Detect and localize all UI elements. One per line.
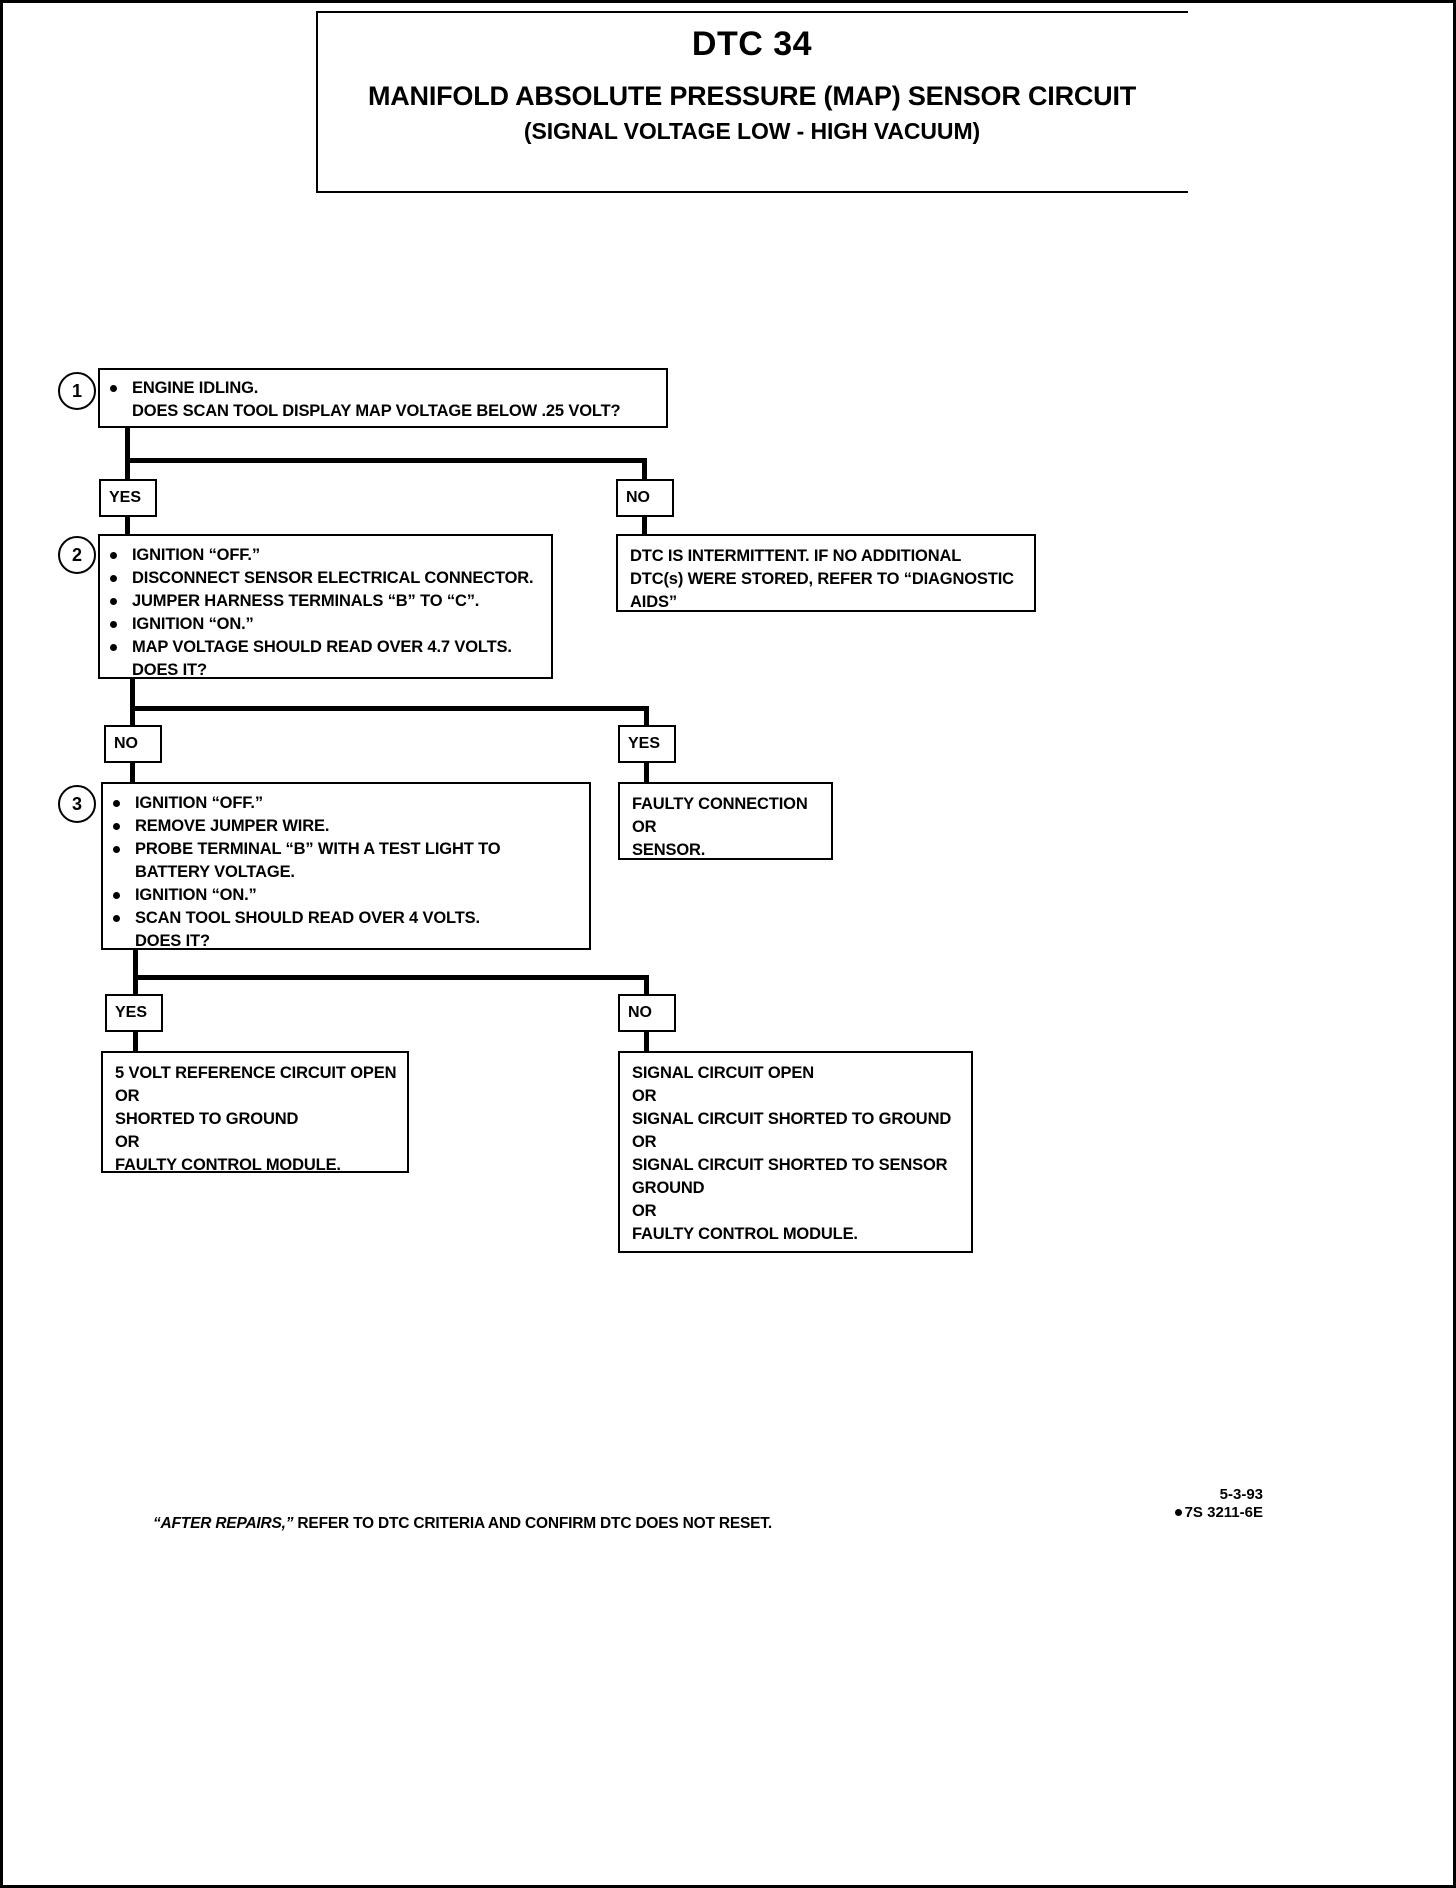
- bullet-icon: [113, 915, 120, 922]
- outcome-5v-line-5: FAULTY CONTROL MODULE.: [115, 1156, 341, 1174]
- page-title-main: MANIFOLD ABSOLUTE PRESSURE (MAP) SENSOR …: [367, 81, 1137, 111]
- step-3-line-2: REMOVE JUMPER WIRE.: [103, 815, 589, 838]
- outcome-intermittent-line-1: DTC IS INTERMITTENT. IF NO ADDITIONAL: [630, 547, 962, 565]
- title-box: [316, 11, 1188, 193]
- branch-tag-yes-1: YES: [99, 479, 157, 517]
- step-2-line-3: JUMPER HARNESS TERMINALS “B” TO “C”.: [100, 590, 551, 613]
- step-3-line-4: BATTERY VOLTAGE.: [135, 863, 295, 881]
- connector-3-horizontal: [133, 975, 649, 980]
- footer-note: “AFTER REPAIRS,” REFER TO DTC CRITERIA A…: [153, 1515, 1033, 1533]
- step-2-line-4: IGNITION “ON.”: [100, 613, 551, 636]
- step-1-line-2: DOES SCAN TOOL DISPLAY MAP VOLTAGE BELOW…: [132, 402, 621, 420]
- bullet-icon: [110, 621, 117, 628]
- connector-yes1-to-step2: [125, 515, 130, 537]
- bullet-icon: [110, 644, 117, 651]
- connector-no1-to-intermittent: [642, 515, 647, 537]
- step-2-line-6: DOES IT?: [132, 661, 207, 679]
- outcome-faulty-connection-box: FAULTY CONNECTION OR SENSOR.: [618, 782, 833, 860]
- outcome-5v-reference-box: 5 VOLT REFERENCE CIRCUIT OPEN OR SHORTED…: [101, 1051, 409, 1174]
- outcome-faulty-line-1: FAULTY CONNECTION: [632, 795, 808, 813]
- bullet-icon: [110, 385, 117, 392]
- outcome-5v-line-2: OR: [115, 1087, 140, 1105]
- connector-no3-to-signal: [644, 1030, 649, 1052]
- branch-tag-no-1: NO: [616, 479, 674, 517]
- bullet-icon: [113, 800, 120, 807]
- branch-tag-no-3: NO: [618, 994, 676, 1032]
- connector-2-horizontal: [130, 706, 649, 711]
- connector-yes3-to-5v: [133, 1030, 138, 1052]
- outcome-intermittent-line-3: AIDS”: [630, 593, 677, 611]
- outcome-faulty-line-3: SENSOR.: [632, 841, 706, 859]
- connector-1-horizontal: [125, 458, 647, 463]
- outcome-signal-line-6: GROUND: [632, 1179, 705, 1197]
- step-3-line-1: IGNITION “OFF.”: [103, 792, 589, 815]
- title-box-open-edge: [1186, 13, 1192, 191]
- footer-code-text: 7S 3211-6E: [1184, 1504, 1263, 1521]
- bullet-icon: [113, 823, 120, 830]
- bullet-icon: [110, 575, 117, 582]
- outcome-signal-line-5: SIGNAL CIRCUIT SHORTED TO SENSOR: [632, 1156, 948, 1174]
- step-3-line-3: PROBE TERMINAL “B” WITH A TEST LIGHT TO: [103, 838, 589, 861]
- outcome-5v-line-1: 5 VOLT REFERENCE CIRCUIT OPEN: [115, 1064, 397, 1082]
- bullet-icon: [113, 892, 120, 899]
- connector-3-yes-drop: [133, 975, 138, 995]
- step-2-box: IGNITION “OFF.” DISCONNECT SENSOR ELECTR…: [98, 534, 553, 679]
- bullet-icon: [110, 598, 117, 605]
- outcome-signal-line-7: OR: [632, 1202, 657, 1220]
- step-2-line-2: DISCONNECT SENSOR ELECTRICAL CONNECTOR.: [100, 567, 551, 590]
- step-3-line-7: DOES IT?: [135, 932, 210, 950]
- outcome-signal-line-2: OR: [632, 1087, 657, 1105]
- outcome-5v-line-3: SHORTED TO GROUND: [115, 1110, 299, 1128]
- connector-2-stem: [130, 679, 135, 714]
- outcome-signal-line-1: SIGNAL CIRCUIT OPEN: [632, 1064, 815, 1082]
- footer-note-italic: “AFTER REPAIRS,”: [153, 1515, 294, 1532]
- step-3-line-5: IGNITION “ON.”: [103, 884, 589, 907]
- outcome-intermittent-box: DTC IS INTERMITTENT. IF NO ADDITIONAL DT…: [616, 534, 1036, 612]
- step-3-line-6: SCAN TOOL SHOULD READ OVER 4 VOLTS.: [103, 907, 589, 930]
- page-title-dtc: DTC 34: [691, 25, 813, 63]
- connector-2-yes-drop: [644, 706, 649, 726]
- branch-tag-yes-2: YES: [618, 725, 676, 763]
- connector-2-no-drop: [130, 706, 135, 726]
- footer-note-rest: REFER TO DTC CRITERIA AND CONFIRM DTC DO…: [293, 1515, 772, 1532]
- outcome-signal-circuit-box: SIGNAL CIRCUIT OPEN OR SIGNAL CIRCUIT SH…: [618, 1051, 973, 1253]
- outcome-intermittent-line-2: DTC(s) WERE STORED, REFER TO “DIAGNOSTIC: [630, 570, 1014, 588]
- outcome-signal-line-3: SIGNAL CIRCUIT SHORTED TO GROUND: [632, 1110, 952, 1128]
- step-2-line-1: IGNITION “OFF.”: [100, 544, 551, 567]
- outcome-5v-line-4: OR: [115, 1133, 140, 1151]
- connector-3-no-drop: [644, 975, 649, 995]
- outcome-faulty-line-2: OR: [632, 818, 657, 836]
- step-3-box: IGNITION “OFF.” REMOVE JUMPER WIRE. PROB…: [101, 782, 591, 950]
- outcome-signal-line-8: FAULTY CONTROL MODULE.: [632, 1225, 858, 1243]
- step-number-3: 3: [58, 785, 96, 823]
- step-1-line-1: ENGINE IDLING.: [100, 377, 666, 400]
- branch-tag-no-2: NO: [104, 725, 162, 763]
- connector-1-stem: [125, 428, 130, 463]
- step-2-line-5: MAP VOLTAGE SHOULD READ OVER 4.7 VOLTS.: [100, 636, 551, 659]
- footer-date: 5-3-93: [1219, 1486, 1263, 1503]
- branch-tag-yes-3: YES: [105, 994, 163, 1032]
- connector-yes2-to-faulty: [644, 761, 649, 783]
- bullet-icon: [1174, 1509, 1182, 1516]
- connector-3-stem: [133, 950, 138, 985]
- footer-code: 7S 3211-6E: [1043, 1504, 1263, 1521]
- bullet-icon: [110, 552, 117, 559]
- connector-no2-to-step3: [130, 761, 135, 783]
- step-1-box: ENGINE IDLING. DOES SCAN TOOL DISPLAY MA…: [98, 368, 668, 428]
- connector-1-no-drop: [642, 458, 647, 481]
- step-number-1: 1: [58, 372, 96, 410]
- outcome-signal-line-4: OR: [632, 1133, 657, 1151]
- bullet-icon: [113, 846, 120, 853]
- page-title-sub: (SIGNAL VOLTAGE LOW - HIGH VACUUM): [523, 118, 981, 144]
- connector-1-yes-drop: [125, 458, 130, 481]
- step-number-2: 2: [58, 536, 96, 574]
